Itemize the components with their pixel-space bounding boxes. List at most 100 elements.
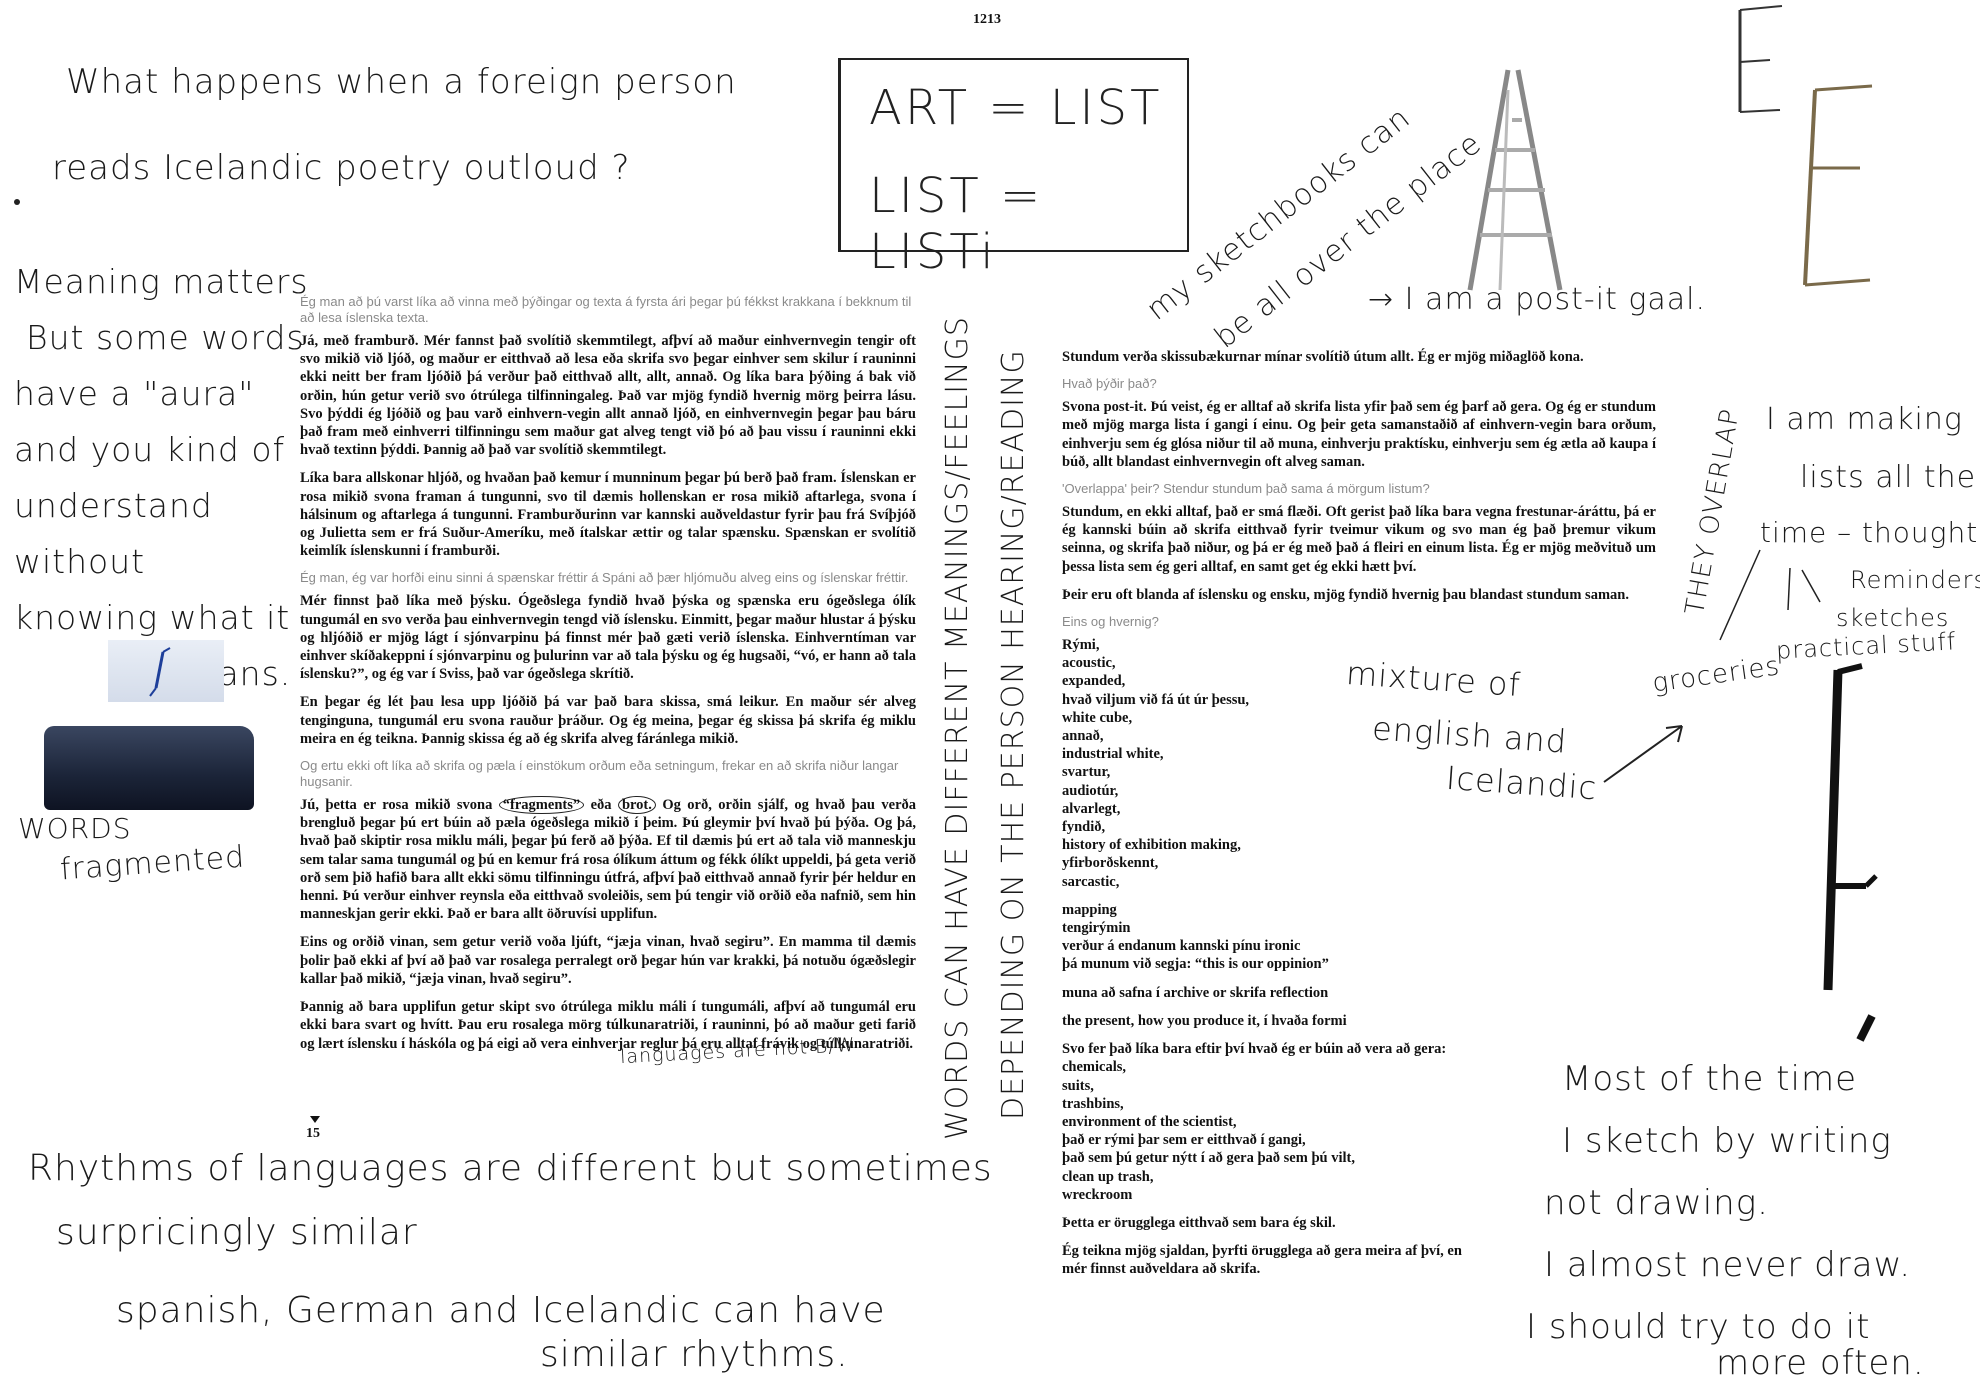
list-item: svartur, bbox=[1062, 764, 1111, 781]
question: Eins og hvernig? bbox=[1062, 614, 1159, 630]
word-list-1: Rými, acoustic, expanded, hvað viljum vi… bbox=[1062, 636, 1656, 891]
list-item: alvarlegt, bbox=[1062, 800, 1121, 817]
right-text-column: Stundum verða skissubækurnar mínar svolí… bbox=[1062, 348, 1656, 1289]
note-foreign-line2: reads Icelandic poetry outloud ? bbox=[52, 148, 631, 188]
text-span: Og orð, orðin sjálf, og hvað þau verða b… bbox=[300, 797, 917, 923]
text-span: Jú, þetta er rosa mikið svona bbox=[300, 797, 493, 814]
list-item: verður á endanum kannski pínu ironic bbox=[1062, 938, 1301, 955]
paragraph: Stundum verða skissubækurnar mínar svolí… bbox=[1062, 349, 1584, 365]
note-vertical-depending: DEPENDING ON THE PERSON HEARING/READING bbox=[996, 349, 1031, 1120]
paragraph: muna að safna í archive or skrifa reflec… bbox=[1062, 984, 1329, 1001]
note-most-line: not drawing. bbox=[1544, 1183, 1769, 1223]
text-span: eða bbox=[590, 797, 612, 814]
note-spanish-line2: similar rhythms. bbox=[540, 1334, 849, 1375]
dancer-figure bbox=[149, 647, 171, 697]
note-most-line: I sketch by writing bbox=[1562, 1121, 1892, 1161]
photo-cushion bbox=[44, 726, 254, 810]
paragraph: En þegar ég lét þau lesa upp ljóðið þá v… bbox=[300, 694, 916, 747]
list-item: expanded, bbox=[1062, 673, 1126, 690]
note-meaning-line: Meaning matters bbox=[14, 262, 309, 301]
note-meaning-matters: Meaning matters But some words have a "a… bbox=[14, 254, 309, 702]
note-most-line: I should try to do it bbox=[1526, 1307, 1871, 1347]
note-making-lists-3: time – thoughts bbox=[1760, 516, 1980, 549]
photo-dancer bbox=[108, 640, 224, 702]
list-item: yfirborðskennt, bbox=[1062, 855, 1159, 872]
list-item: þá munum við segja: “this is our oppinio… bbox=[1062, 956, 1329, 973]
page-number-top: 1213 bbox=[973, 12, 1001, 27]
paragraph: Líka bara allskonar hljóð, og hvaðan það… bbox=[300, 470, 916, 560]
note-post-it: → I am a post-it gaal. bbox=[1368, 282, 1707, 317]
paragraph: Svona post-it. Þú veist, ég er alltaf að… bbox=[1062, 399, 1656, 470]
list-item: history of exhibition making, bbox=[1062, 837, 1241, 854]
question: 'Overlappa' þeir? Stendur stundum það sa… bbox=[1062, 481, 1430, 497]
paragraph-fragments: Jú, þetta er rosa mikið svona “fragments… bbox=[300, 796, 916, 923]
list-item: það sem þú getur nýtt í að gera það sem … bbox=[1062, 1150, 1355, 1167]
list-item: sarcastic, bbox=[1062, 873, 1120, 890]
paragraph: the present, how you produce it, í hvaða… bbox=[1062, 1012, 1347, 1029]
ladder-images bbox=[1467, 5, 1873, 291]
note-spanish-line1: spanish, German and Icelandic can have bbox=[116, 1290, 886, 1331]
word-list-2: mapping tengirýmin verður á endanum kann… bbox=[1062, 901, 1656, 974]
note-words: WORDS bbox=[18, 812, 132, 845]
list-item: environment of the scientist, bbox=[1062, 1113, 1237, 1130]
art-list-box: ART = LIST LIST = LISTi bbox=[838, 58, 1189, 280]
note-sketches: sketches bbox=[1836, 604, 1950, 632]
list-item: wreckroom bbox=[1062, 1186, 1133, 1203]
circled-word-brot: brot. bbox=[617, 796, 656, 815]
question: Ég man að þú varst líka að vinna með þýð… bbox=[300, 294, 912, 325]
note-most-line: more often. bbox=[1716, 1343, 1925, 1383]
list-item: trashbins, bbox=[1062, 1095, 1124, 1112]
taped-letter-f bbox=[1823, 663, 1878, 1042]
note-most-line: I almost never draw. bbox=[1544, 1245, 1912, 1285]
note-most-line: Most of the time bbox=[1562, 1059, 1857, 1099]
question: Hvað þýðir það? bbox=[1062, 376, 1157, 392]
list-item: industrial white, bbox=[1062, 746, 1164, 763]
page-number-left: 15 bbox=[306, 1126, 320, 1141]
art-list-line1: ART = LIST bbox=[869, 80, 1163, 136]
list-item: tengirýmin bbox=[1062, 920, 1131, 937]
paragraph: Þannig að bara upplifun getur skipt svo … bbox=[300, 999, 916, 1052]
word-list-3: Svo fer það líka bara eftir því hvað ég … bbox=[1062, 1040, 1656, 1204]
paragraph: Eins og orðið vinan, sem getur verið voð… bbox=[300, 934, 916, 987]
note-meaning-line: But some words bbox=[26, 318, 305, 357]
list-item: clean up trash, bbox=[1062, 1168, 1154, 1185]
ladder-icon bbox=[1467, 69, 1563, 291]
list-item: fyndið, bbox=[1062, 819, 1106, 836]
note-meaning-line: without bbox=[14, 542, 146, 581]
list-item: audiotúr, bbox=[1062, 782, 1119, 799]
note-meaning-line: and you kind of bbox=[14, 430, 286, 469]
page-marker-triangle bbox=[310, 1116, 320, 1123]
branch-lines bbox=[1719, 549, 1821, 641]
paragraph: Stundum, en ekki alltaf, það er smá flæð… bbox=[1062, 504, 1656, 575]
question: Og ertu ekki oft líka að skrifa og pæla … bbox=[300, 758, 899, 790]
paragraph: Mér finnst það líka með þýsku. Ógeðslega… bbox=[300, 593, 916, 683]
paragraph: Þeir eru oft blanda af íslensku og ensku… bbox=[1062, 586, 1629, 603]
list-item: Rými, bbox=[1062, 637, 1100, 654]
list-item: suits, bbox=[1062, 1077, 1094, 1094]
paragraph: Ég teikna mjög sjaldan, þyrfti örugglega… bbox=[1062, 1243, 1462, 1278]
note-meaning-line: knowing what it bbox=[14, 598, 291, 637]
note-meaning-line: understand bbox=[14, 486, 213, 525]
letter-e-wire-1 bbox=[1738, 5, 1783, 113]
letter-e-wire-2 bbox=[1803, 84, 1873, 287]
list-item: það er rými þar sem er eitthvað í gangi, bbox=[1062, 1132, 1306, 1149]
note-fragmented: fragmented bbox=[59, 839, 247, 888]
note-most-of-time: Most of the time I sketch by writing not… bbox=[1526, 1048, 1925, 1394]
list-heading: Svo fer það líka bara eftir því hvað ég … bbox=[1062, 1041, 1447, 1058]
note-making-lists-1: I am making bbox=[1766, 402, 1963, 437]
note-rhythms-line2: surpricingly similar bbox=[56, 1212, 418, 1253]
list-item: annað, bbox=[1062, 728, 1104, 745]
circled-word-fragments: “fragments” bbox=[498, 796, 585, 815]
note-foreign-line1: What happens when a foreign person bbox=[66, 62, 737, 102]
note-meaning-line: have a "aura" bbox=[14, 374, 255, 413]
paragraph: Þetta er örugglega eitthvað sem bara ég … bbox=[1062, 1214, 1336, 1231]
list-item: mapping bbox=[1062, 901, 1117, 918]
note-vertical-meanings: WORDS CAN HAVE DIFFERENT MEANINGS/FEELIN… bbox=[940, 316, 975, 1140]
list-item: white cube, bbox=[1062, 709, 1133, 726]
arrow-icon bbox=[1603, 725, 1683, 783]
note-reminders: Reminders bbox=[1850, 566, 1980, 594]
art-list-line2: LIST = LISTi bbox=[869, 168, 1044, 280]
paragraph: Já, með framburð. Mér fannst það svolíti… bbox=[300, 333, 916, 459]
list-item: acoustic, bbox=[1062, 655, 1116, 672]
list-item: hvað viljum við fá út úr þessu, bbox=[1062, 691, 1250, 708]
